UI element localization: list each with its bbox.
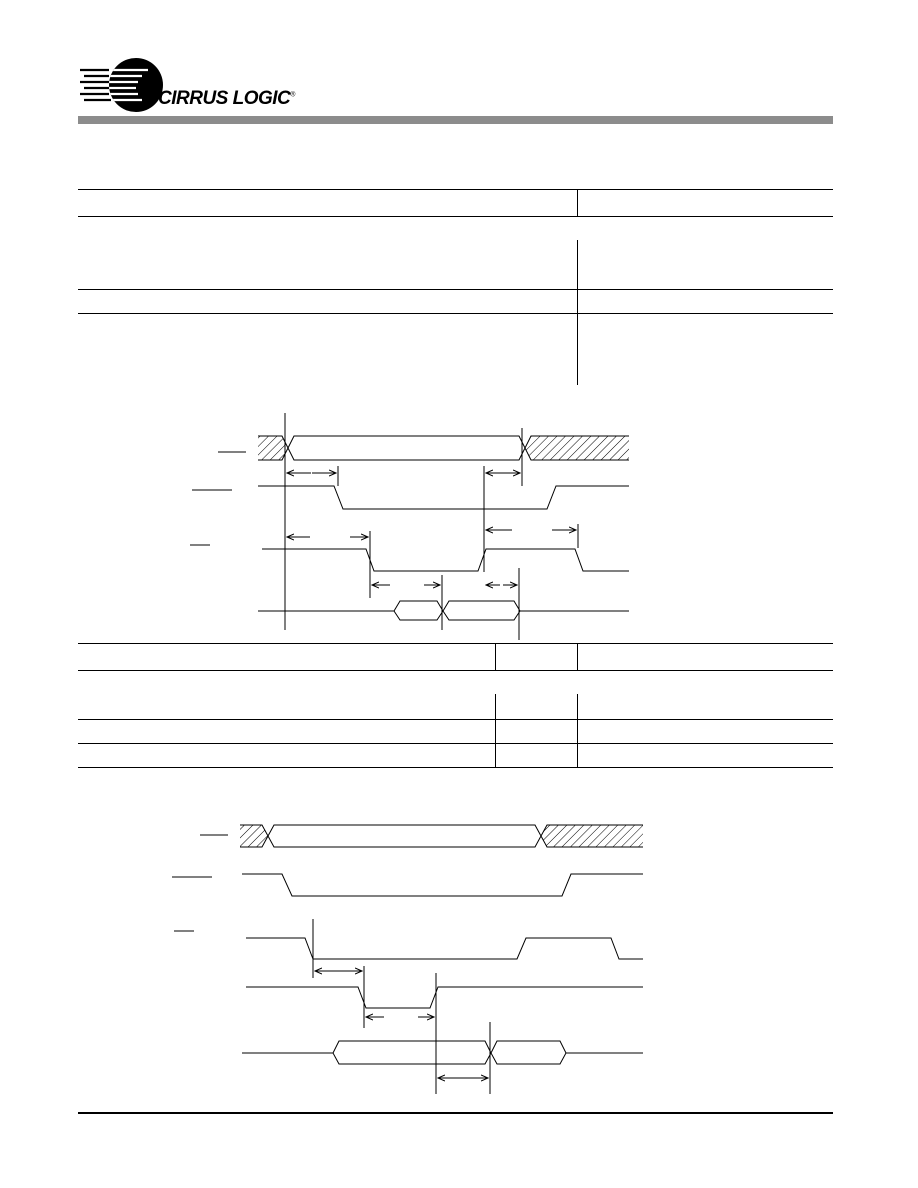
header-brand-bar	[78, 116, 833, 124]
logo-wordmark: CIRRUS LOGIC®	[158, 88, 295, 109]
footer-rule	[78, 1112, 833, 1114]
timing-diagram-1	[190, 413, 629, 640]
timing-diagram-2	[172, 824, 643, 1094]
cirrus-logic-logo	[76, 58, 316, 114]
